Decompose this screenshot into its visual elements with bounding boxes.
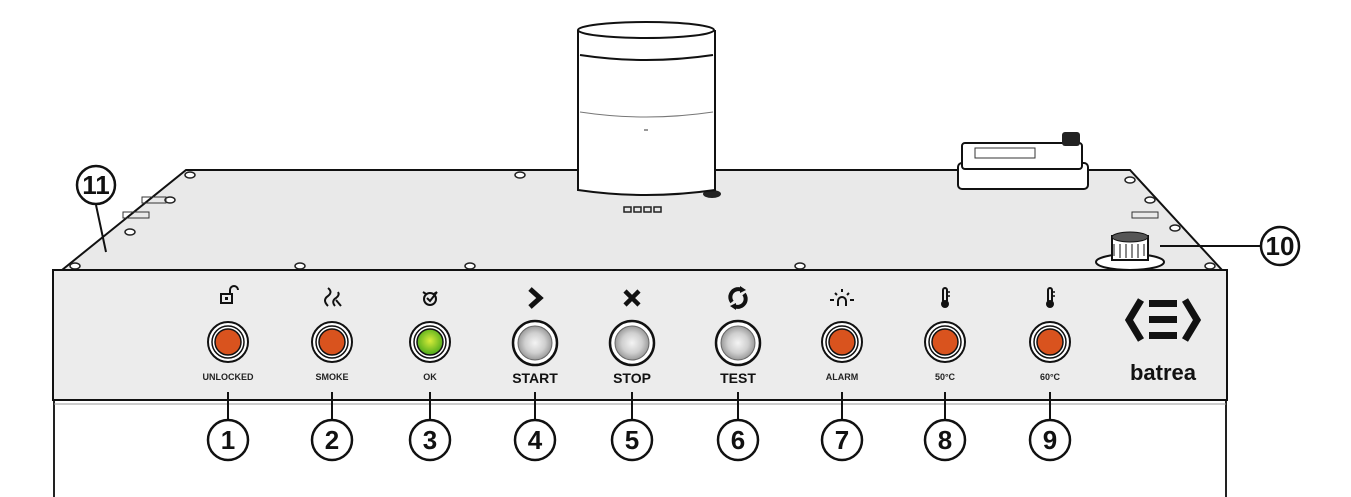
control-label: TEST bbox=[720, 370, 756, 386]
control-50c: 50°C 8 bbox=[923, 287, 967, 462]
thermostat-device bbox=[957, 132, 1089, 190]
callout-circle bbox=[820, 418, 864, 462]
callout-number: 7 bbox=[835, 425, 849, 455]
batrea-logo: batrea bbox=[1124, 298, 1202, 385]
control-smoke: SMOKE 2 bbox=[310, 287, 354, 462]
control-label: OK bbox=[423, 372, 437, 382]
refresh-icon bbox=[728, 286, 748, 310]
callout-number: 4 bbox=[528, 425, 543, 455]
control-label: 50°C bbox=[935, 372, 956, 382]
cabinet-body bbox=[53, 400, 1227, 497]
smoke-icon bbox=[324, 287, 342, 307]
callout-number: 3 bbox=[423, 425, 437, 455]
control-label: 60°C bbox=[1040, 372, 1061, 382]
unlock-icon bbox=[220, 285, 239, 304]
alarm-indicator-light bbox=[821, 321, 863, 363]
control-alarm: ALARM 7 bbox=[820, 289, 864, 462]
vent-slots bbox=[623, 206, 662, 213]
smoke-indicator-light bbox=[311, 321, 353, 363]
callout-circle bbox=[513, 418, 557, 462]
control-label: STOP bbox=[613, 370, 651, 386]
control-label: ALARM bbox=[826, 372, 859, 382]
callout-number: 1 bbox=[221, 425, 235, 455]
control-label: UNLOCKED bbox=[203, 372, 254, 382]
callout-number: 6 bbox=[731, 425, 745, 455]
start-button[interactable] bbox=[511, 319, 559, 367]
50c-indicator-light bbox=[924, 321, 966, 363]
callout-circle bbox=[206, 418, 250, 462]
x-icon bbox=[623, 289, 641, 307]
callout-number: 11 bbox=[82, 170, 110, 200]
callout-number: 10 bbox=[1266, 231, 1295, 261]
alarm-light-icon bbox=[830, 289, 854, 306]
control-ok: OK 3 bbox=[408, 291, 452, 462]
control-stop: STOP 5 bbox=[608, 289, 656, 462]
callout-circle bbox=[408, 418, 452, 462]
60c-indicator-light bbox=[1029, 321, 1071, 363]
callout-circle bbox=[610, 418, 654, 462]
callout-circle bbox=[310, 418, 354, 462]
chevron-right-icon bbox=[528, 287, 544, 309]
control-60c: 60°C 9 bbox=[1028, 287, 1072, 462]
controls: UNLOCKED 1 SMOKE 2 OK 3 START 4 STOP 5 TEST 6 ALARM 7… bbox=[203, 285, 1072, 462]
chimney-pipe bbox=[577, 21, 716, 196]
control-label: START bbox=[512, 370, 558, 386]
callout-circle bbox=[1028, 418, 1072, 462]
ok-check-icon bbox=[422, 291, 438, 306]
test-button[interactable] bbox=[714, 319, 762, 367]
callout-11: 11 bbox=[75, 164, 117, 253]
stop-button[interactable] bbox=[608, 319, 656, 367]
callout-number: 8 bbox=[938, 425, 952, 455]
control-unlocked: UNLOCKED 1 bbox=[203, 285, 254, 462]
callout-number: 2 bbox=[325, 425, 339, 455]
control-start: START 4 bbox=[511, 287, 559, 462]
control-test: TEST 6 bbox=[714, 286, 762, 462]
callout-number: 5 bbox=[625, 425, 639, 455]
callout-circle bbox=[716, 418, 760, 462]
callout-circle bbox=[923, 418, 967, 462]
unlocked-indicator-light bbox=[207, 321, 249, 363]
callout-10: 10 bbox=[1160, 225, 1301, 267]
thermometer-icon bbox=[941, 287, 950, 308]
top-knob[interactable] bbox=[1095, 231, 1165, 271]
brand-name: batrea bbox=[1130, 360, 1197, 385]
callout-number: 9 bbox=[1043, 425, 1057, 455]
control-label: SMOKE bbox=[315, 372, 348, 382]
thermometer-icon bbox=[1046, 287, 1055, 308]
ok-indicator-light bbox=[409, 321, 451, 363]
